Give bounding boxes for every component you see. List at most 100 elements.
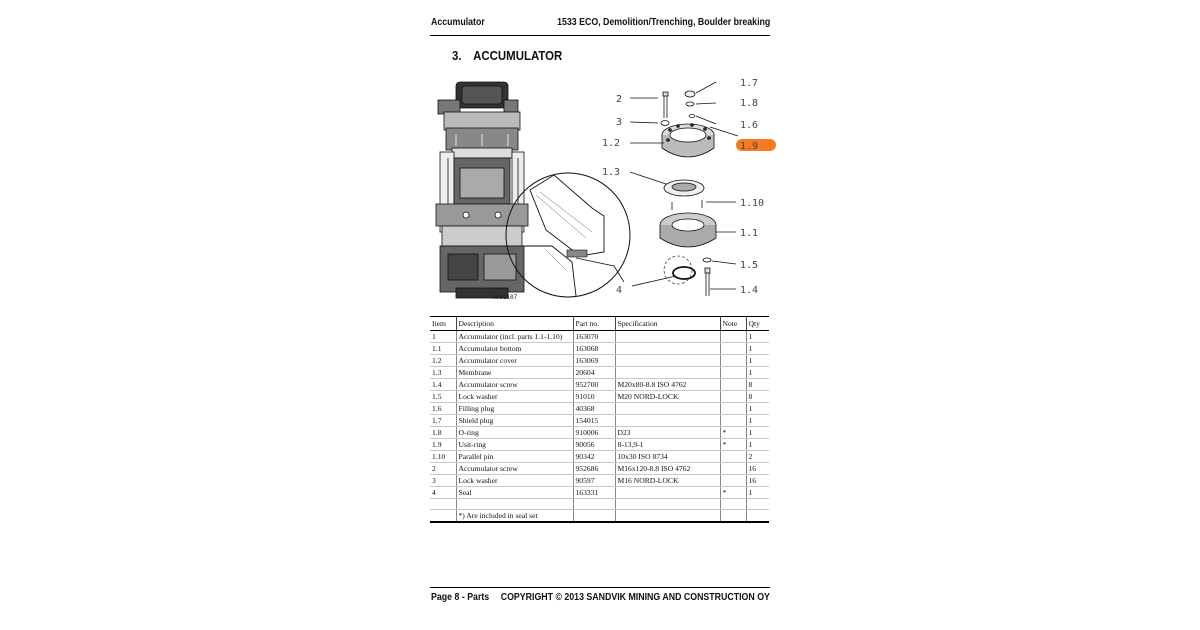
cell-description: Filling plug xyxy=(455,402,573,415)
cell-description: Accumulator bottom xyxy=(455,342,573,355)
cell-description: Seal xyxy=(455,486,573,499)
cell-item xyxy=(430,498,456,511)
cell-qty xyxy=(745,509,769,524)
cell-item: 1.5 xyxy=(430,390,456,403)
callout-1-8: 1.8 xyxy=(740,98,758,109)
cell-description: Accumulator screw xyxy=(455,378,573,391)
parts-table: Item Description Part no. Specification … xyxy=(430,316,769,524)
callout-1-10: 1.10 xyxy=(740,198,764,209)
header-product: 1533 ECO, Demolition/Trenching, Boulder … xyxy=(556,17,770,28)
table-row xyxy=(430,498,769,511)
footer-page: Page 8 - Parts xyxy=(431,592,490,603)
col-header-specification: Specification xyxy=(614,316,720,331)
callout-1-3: 1.3 xyxy=(602,167,620,178)
col-header-note: Note xyxy=(719,316,746,331)
cell-part-no xyxy=(572,498,615,511)
cell-description: Usit-ring xyxy=(455,438,573,451)
cell-item xyxy=(430,509,456,524)
section-number: 3. xyxy=(452,48,462,63)
callout-1-5: 1.5 xyxy=(740,260,758,271)
header-divider xyxy=(430,35,770,36)
cell-part-no: 952686 xyxy=(572,462,615,475)
cell-description: Membrane xyxy=(455,366,573,379)
cell-note xyxy=(719,342,746,355)
section-title: 3. ACCUMULATOR xyxy=(452,48,562,63)
cell-qty: 16 xyxy=(745,474,769,487)
seal-detail-circle xyxy=(505,172,631,298)
cell-item: 1.4 xyxy=(430,378,456,391)
callout-3: 3 xyxy=(616,117,622,128)
cell-note xyxy=(719,498,746,511)
cell-item: 1.1 xyxy=(430,342,456,355)
cell-part-no: 90056 xyxy=(572,438,615,451)
cell-specification xyxy=(614,354,720,367)
cell-specification xyxy=(614,509,720,524)
cell-part-no: 163068 xyxy=(572,342,615,355)
cell-qty: 8 xyxy=(745,390,769,403)
col-header-qty: Qty xyxy=(745,316,769,331)
cell-note xyxy=(719,354,746,367)
callout-1-4: 1.4 xyxy=(740,285,758,296)
cell-specification: M20 NORD-LOCK xyxy=(614,390,720,403)
footer-divider xyxy=(430,587,770,588)
cell-note xyxy=(719,462,746,475)
cell-specification: M20x80-8.8 ISO 4762 xyxy=(614,378,720,391)
cell-item: 1.6 xyxy=(430,402,456,415)
cell-item: 2 xyxy=(430,462,456,475)
callout-1-2: 1.2 xyxy=(602,138,620,149)
parts-table-body: 1 Accumulator (incl. parts 1.1-1.10)16307… xyxy=(430,330,769,524)
cell-part-no: 91010 xyxy=(572,390,615,403)
cell-specification: D23 xyxy=(614,426,720,439)
cell-item: 1.9 xyxy=(430,438,456,451)
cell-description: Accumulator (incl. parts 1.1-1.10) xyxy=(455,330,573,343)
cell-qty: 1 xyxy=(745,366,769,379)
cell-specification xyxy=(614,342,720,355)
cell-item: 1.10 xyxy=(430,450,456,463)
cell-qty: 1 xyxy=(745,486,769,499)
cell-note xyxy=(719,474,746,487)
cell-description: Lock washer xyxy=(455,474,573,487)
cell-item: 4 xyxy=(430,486,456,499)
cell-note: * xyxy=(719,426,746,439)
cell-qty: 8 xyxy=(745,378,769,391)
cell-description: Lock washer xyxy=(455,390,573,403)
cell-part-no: 90342 xyxy=(572,450,615,463)
cell-note xyxy=(719,402,746,415)
cell-description: *) Are included in seal set xyxy=(455,509,573,524)
cell-note xyxy=(719,366,746,379)
col-header-part-no: Part no. xyxy=(572,316,615,331)
cell-description xyxy=(455,498,573,511)
cell-description: Parallel pin xyxy=(455,450,573,463)
cell-note xyxy=(719,450,746,463)
cell-part-no: 20604 xyxy=(572,366,615,379)
cell-part-no: 40368 xyxy=(572,402,615,415)
cell-specification xyxy=(614,486,720,499)
cell-item: 1.8 xyxy=(430,426,456,439)
cell-specification: 10x30 ISO 8734 xyxy=(614,450,720,463)
cell-item: 1.2 xyxy=(430,354,456,367)
cell-part-no xyxy=(572,509,615,524)
callout-4: 4 xyxy=(616,285,622,296)
section-title-text: ACCUMULATOR xyxy=(473,48,563,63)
table-row: 1 Accumulator (incl. parts 1.1-1.10)16307… xyxy=(430,330,769,343)
cell-part-no: 163070 xyxy=(572,330,615,343)
cell-qty: 16 xyxy=(745,462,769,475)
cell-qty xyxy=(745,498,769,511)
callout-highlight xyxy=(736,139,776,151)
cell-specification xyxy=(614,402,720,415)
cell-part-no: 154015 xyxy=(572,414,615,427)
cell-note xyxy=(719,390,746,403)
cell-specification xyxy=(614,414,720,427)
cell-qty: 1 xyxy=(745,330,769,343)
footer-copyright: COPYRIGHT © 2013 SANDVIK MINING AND CONS… xyxy=(500,592,770,603)
col-header-item: Item xyxy=(430,316,456,331)
cell-note: * xyxy=(719,438,746,451)
